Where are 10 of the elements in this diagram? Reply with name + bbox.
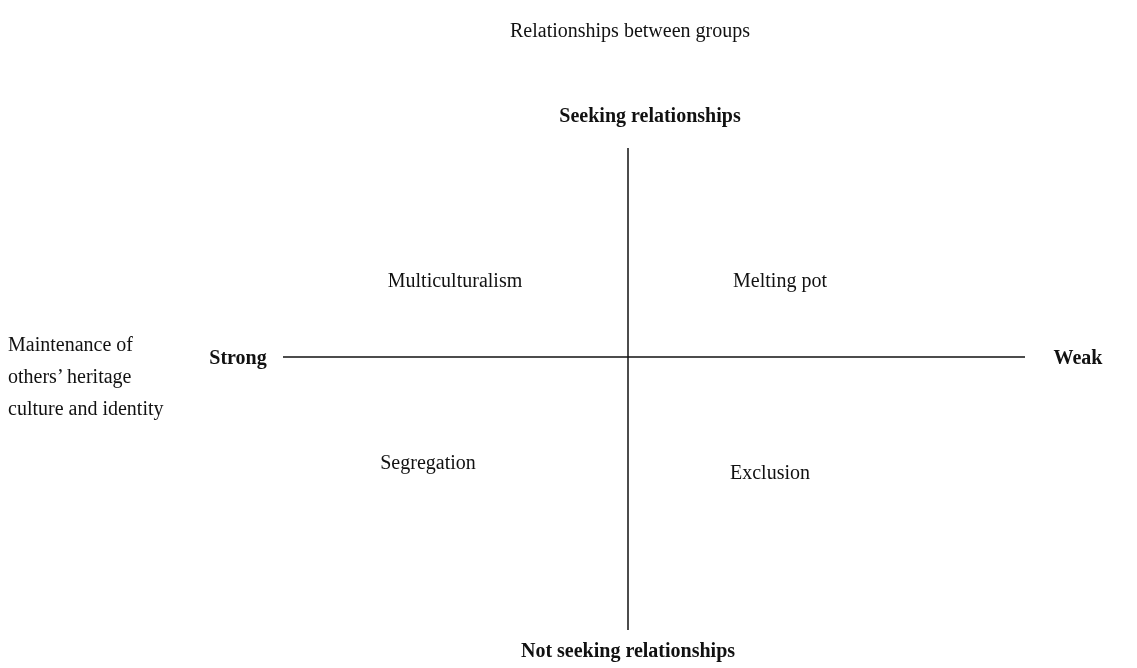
axis-label: Strong xyxy=(209,345,267,371)
axis-label: Not seeking relationships xyxy=(520,638,736,664)
axis-label: Seeking relationships xyxy=(559,103,741,129)
axis-label: Melting pot xyxy=(733,268,827,294)
axis-label: Maintenance of others’ heritage culture and identity xyxy=(8,332,165,422)
diagram-title: Relationships between groups xyxy=(510,18,750,42)
axis-label: Exclusion xyxy=(730,460,810,485)
axis-label: Multiculturalism xyxy=(387,268,523,293)
axis-label: Weak xyxy=(1053,345,1103,370)
axis-label: Segregation xyxy=(380,450,476,476)
